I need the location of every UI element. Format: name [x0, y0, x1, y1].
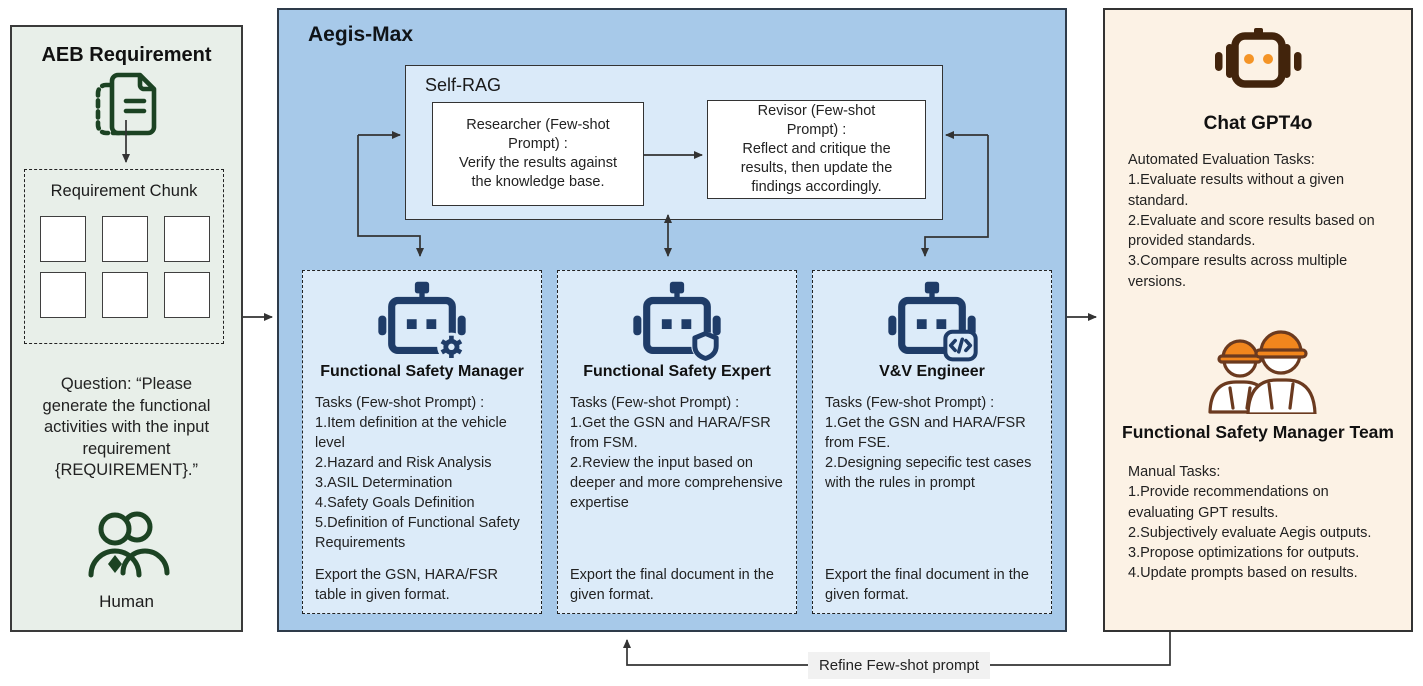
agent-box-functional-safety-expert: Functional Safety Expert Tasks (Few-shot…: [557, 270, 797, 614]
agent-box-functional-safety-manager: Functional Safety Manager Tasks (Few-sho…: [302, 270, 542, 614]
agent-export: Export the final document in the given f…: [825, 567, 1029, 603]
chunk-box-title: Requirement Chunk: [50, 182, 198, 200]
agent-export: Export the final document in the given f…: [570, 567, 774, 603]
aegis-max-panel: Aegis-Max Self-RAG Researcher (Few-shot …: [277, 8, 1067, 632]
chunk-square: [40, 272, 86, 318]
self-rag-title: Self-RAG: [425, 75, 502, 95]
chunk-square: [164, 272, 210, 318]
human-label: Human: [99, 592, 154, 611]
researcher-box: Researcher (Few-shot Prompt) : Verify th…: [432, 102, 644, 206]
evaluation-panel: Chat GPT4o Automated Evaluation Tasks: 1…: [1103, 8, 1413, 632]
agent-title: Functional Safety Manager: [320, 363, 524, 380]
robot-code-icon: [888, 281, 978, 362]
agent-box-vv-engineer: V&V Engineer Tasks (Few-shot Prompt) : 1…: [812, 270, 1052, 614]
refine-prompt-label: Refine Few-shot prompt: [808, 652, 990, 679]
chunk-square: [40, 216, 86, 262]
chunk-grid: [40, 216, 212, 318]
human-icon: [88, 511, 169, 578]
requirement-chunk-box: Requirement Chunk: [24, 169, 224, 344]
agent-tasks: Tasks (Few-shot Prompt) : 1.Item definit…: [315, 395, 520, 551]
team-tasks: Manual Tasks: 1.Provide recommendations …: [1128, 464, 1372, 582]
revisor-box: Revisor (Few-shot Prompt) : Reflect and …: [707, 100, 926, 199]
agent-tasks: Tasks (Few-shot Prompt) : 1.Get the GSN …: [825, 395, 1032, 491]
chunk-square: [102, 216, 148, 262]
middle-panel-title: Aegis-Max: [308, 23, 414, 46]
agent-title: Functional Safety Expert: [583, 363, 771, 380]
gpt-tasks: Automated Evaluation Tasks: 1.Evaluate r…: [1128, 152, 1375, 290]
self-rag-box: Self-RAG Researcher (Few-shot Prompt) : …: [405, 65, 943, 220]
gpt-title: Chat GPT4o: [1203, 113, 1313, 134]
agent-export: Export the GSN, HARA/FSR table in given …: [315, 567, 498, 603]
team-title: Functional Safety Manager Team: [1122, 422, 1394, 442]
aeb-requirement-panel: AEB Requirement Requirement Chunk Questi…: [10, 25, 243, 632]
robot-gear-icon: [378, 281, 466, 362]
workers-icon: [1208, 330, 1317, 414]
chunk-square: [164, 216, 210, 262]
agent-tasks: Tasks (Few-shot Prompt) : 1.Get the GSN …: [570, 395, 783, 511]
robot-shield-icon: [633, 281, 721, 361]
agent-title: V&V Engineer: [879, 363, 985, 380]
document-icon: [95, 72, 156, 136]
left-panel-title: AEB Requirement: [41, 44, 212, 66]
chatgpt-robot-icon: [1215, 28, 1302, 88]
chunk-square: [102, 272, 148, 318]
question-text: Question: “Please generate the functiona…: [42, 375, 211, 479]
